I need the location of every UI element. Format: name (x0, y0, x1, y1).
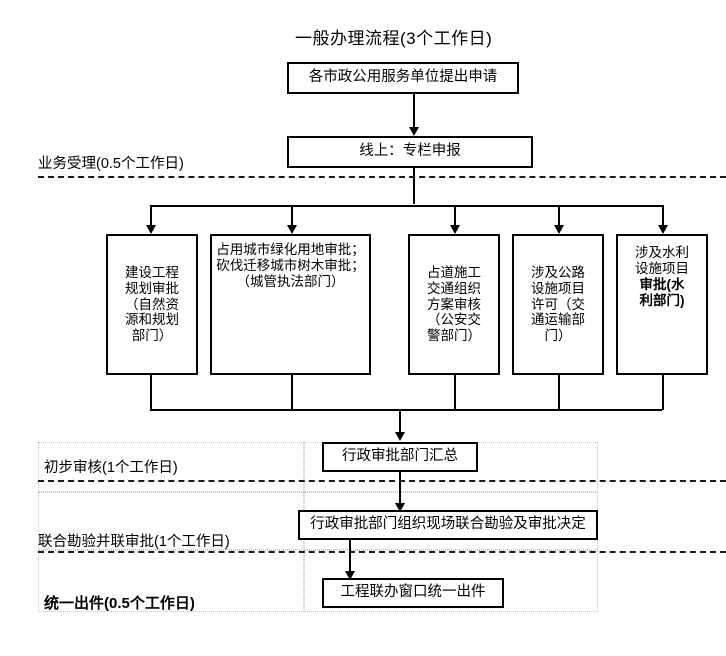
node-unified-output-label: 工程联办窗口统一出件 (340, 584, 486, 601)
node-summary: 行政审批部门汇总 (322, 442, 478, 472)
stage-separator-joint (38, 551, 726, 553)
node-online-label: 线上：专栏申报 (359, 143, 461, 160)
arrowhead-branch-5 (658, 225, 668, 234)
node-online: 线上：专栏申报 (287, 136, 533, 168)
fanin-branch-1 (150, 375, 152, 410)
node-parallel-4: 涉及公路 设施项目 许可（交 通运输部 门） (512, 234, 604, 375)
node-parallel-5: 涉及水利 设施项目 审批(水 利部门) (616, 234, 708, 375)
arrowhead-fanin-to-summary (395, 432, 405, 441)
arrowhead-branch-1 (146, 225, 156, 234)
node-apply-label: 各市政公用服务单位提出申请 (308, 69, 498, 86)
fanin-bus (150, 409, 662, 411)
node-parallel-2: 占用城市绿化用地审批； 砍伐迁移城市树木审批； （城管执法部门） (210, 234, 371, 375)
fanout-bus (150, 205, 662, 207)
node-joint-review-label: 行政审批部门组织现场联合勘验及审批决定 (310, 516, 586, 533)
connector-online-down (413, 168, 415, 204)
node-parallel-1: 建设工程 规划审批 （自然资 源和规划 部门） (106, 234, 198, 375)
node-parallel-5-label: 涉及水利 设施项目 (635, 245, 689, 276)
arrowhead-branch-4 (554, 225, 564, 234)
connector-joint-to-output (349, 540, 351, 572)
connector-summary-to-joint (399, 472, 401, 504)
fanout-branch-5 (662, 205, 664, 227)
stage-label-preliminary: 初步审核(1个工作日) (44, 460, 178, 476)
fanout-branch-3 (454, 205, 456, 227)
fanin-branch-5 (662, 375, 664, 410)
arrowhead-branch-3 (450, 225, 460, 234)
arrowhead-branch-2 (287, 225, 297, 234)
chart-title: 一般办理流程(3个工作日) (295, 29, 493, 48)
node-joint-review: 行政审批部门组织现场联合勘验及审批决定 (298, 510, 598, 540)
node-parallel-4-label: 涉及公路 设施项目 许可（交 通运输部 门） (531, 264, 585, 344)
node-parallel-1-label: 建设工程 规划审批 （自然资 源和规划 部门） (125, 264, 179, 344)
node-parallel-5-label-bold: 审批(水 利部门) (639, 276, 685, 308)
stage-separator-preliminary (38, 480, 726, 482)
node-unified-output: 工程联办窗口统一出件 (322, 578, 504, 608)
connector-fanin-to-summary (399, 409, 401, 433)
fanout-branch-1 (150, 205, 152, 227)
node-parallel-3-label: 占道施工 交通组织 方案审核 （公安交 警部门） (427, 264, 481, 344)
connector-apply-to-online (413, 94, 415, 128)
stage-label-joint: 联合勘验并联审批(1个工作日) (38, 534, 230, 550)
node-parallel-3: 占道施工 交通组织 方案审核 （公安交 警部门） (408, 234, 500, 375)
fanin-branch-3 (454, 375, 456, 410)
arrowhead-apply-to-online (409, 127, 419, 136)
stage-label-output: 统一出件(0.5个工作日) (44, 595, 195, 612)
fanin-branch-4 (558, 375, 560, 410)
arrowhead-summary-to-joint (395, 503, 405, 512)
node-parallel-2-label: 占用城市绿化用地审批； 砍伐迁移城市树木审批； （城管执法部门） (216, 242, 365, 289)
arrowhead-joint-to-output (345, 571, 355, 580)
fanin-branch-2 (291, 375, 293, 410)
stage-label-intake: 业务受理(0.5个工作日) (38, 156, 184, 172)
fanout-branch-2 (291, 205, 293, 227)
fanout-branch-4 (558, 205, 560, 227)
node-apply: 各市政公用服务单位提出申请 (287, 62, 519, 94)
node-summary-label: 行政审批部门汇总 (342, 448, 458, 465)
stage-separator-intake (38, 176, 726, 178)
